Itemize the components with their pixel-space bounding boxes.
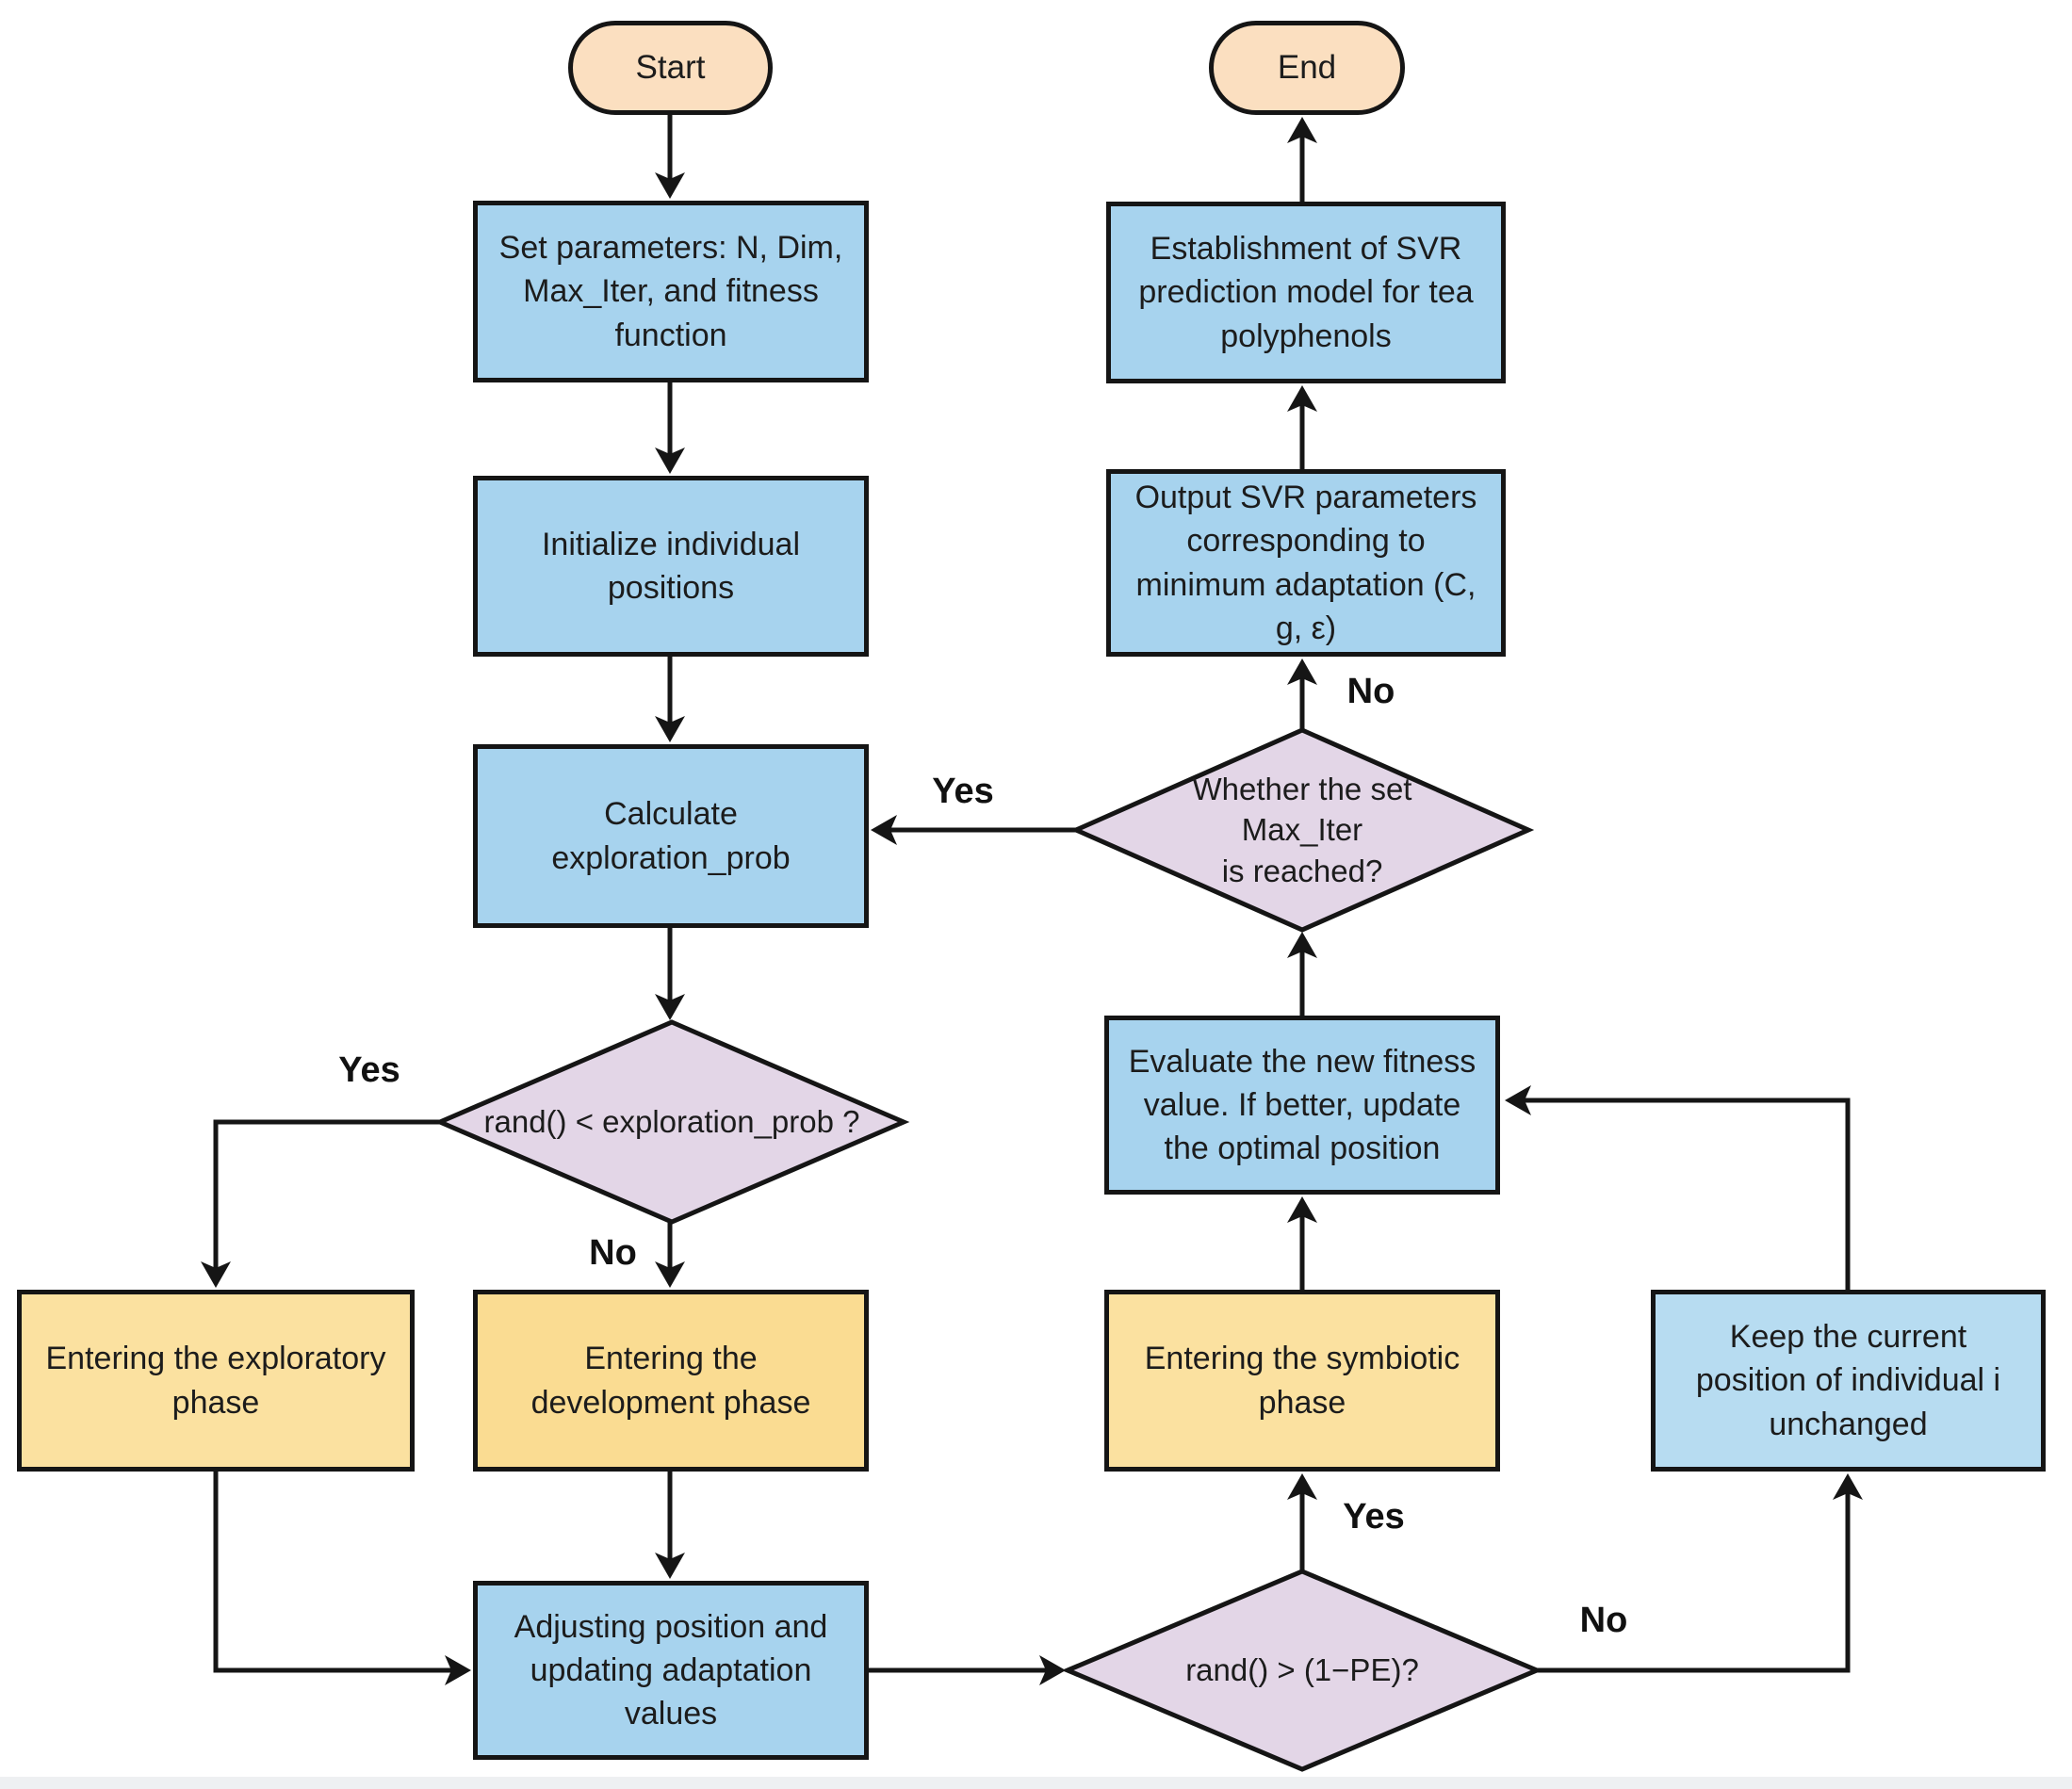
symbiotic-phase-step: Entering the symbiotic phase [1104,1290,1500,1472]
establish-svr-model-step: Establishment of SVR prediction model fo… [1106,202,1506,383]
label-pe-yes: Yes [1343,1496,1405,1537]
edge-decision1-yes-to-exploratory [213,1119,440,1268]
adjusting-position-step: Adjusting position and updating adaptati… [473,1581,869,1760]
arrowhead-decision3-to-output [1287,659,1317,685]
arrowhead-calculate-to-decision1 [655,994,685,1020]
keep-position-step: Keep the current position of individual … [1651,1290,2046,1472]
exploratory-phase-step: Entering the exploratory phase [17,1290,415,1472]
arrowhead-keep-to-evaluate [1505,1085,1531,1115]
label-exploration-yes: Yes [338,1049,400,1090]
label-maxiter-yes: Yes [932,771,994,811]
arrowhead-adjusting-to-decision2 [1039,1655,1066,1685]
start-terminal: Start [568,21,773,115]
evaluate-fitness-step: Evaluate the new fitness value. If bette… [1104,1016,1500,1195]
edge-decision2-no-to-keep [1537,1493,1851,1673]
arrowhead-decision1-to-exploratory [201,1261,231,1288]
label-exploration-no: No [589,1232,637,1273]
decision-pe-shape [1061,1569,1543,1772]
decision-maxiter-text: Whether the set Max_Iter is reached? [1192,771,1412,888]
label-maxiter-no: No [1346,671,1395,711]
bottom-strip [0,1777,2072,1789]
end-terminal: End [1209,21,1405,115]
initialize-positions-step: Initialize individual positions [473,476,869,657]
output-svr-parameters-step: Output SVR parameters corresponding to m… [1106,469,1506,657]
arrowhead-output-to-establishment [1287,385,1317,412]
arrowhead-symbiotic-to-evaluate [1287,1196,1317,1223]
development-phase-step: Entering the development phase [473,1290,869,1472]
arrowhead-establishment-to-end [1287,117,1317,143]
set-parameters-step: Set parameters: N, Dim, Max_Iter, and fi… [473,201,869,382]
arrowhead-decision3-to-calculate [871,815,897,845]
edge-keep-to-evaluate [1525,1098,1851,1290]
arrowhead-initialize-to-calculate [655,716,685,742]
arrowhead-development-to-adjusting [655,1553,685,1579]
decision-exploration-shape [433,1019,910,1225]
arrowhead-exploratory-to-adjusting [445,1655,471,1685]
calculate-exploration-prob-step: Calculate exploration_prob [473,744,869,928]
arrowhead-start-to-setparams [655,172,685,199]
label-pe-no: No [1579,1600,1628,1640]
arrowhead-decision1-to-development [655,1261,685,1288]
edge-exploratory-to-adjusting [213,1472,451,1673]
decision-exploration-text: rand() < exploration_prob ? [483,1104,860,1140]
arrowhead-setparams-to-initialize [655,447,685,474]
decision-maxiter-shape [1069,727,1535,933]
arrowhead-decision2-to-keep [1833,1473,1863,1500]
arrowhead-evaluate-to-decision3 [1287,932,1317,958]
arrowhead-decision2-to-symbiotic [1287,1473,1317,1500]
decision-pe-text: rand() > (1−PE)? [1185,1652,1419,1688]
